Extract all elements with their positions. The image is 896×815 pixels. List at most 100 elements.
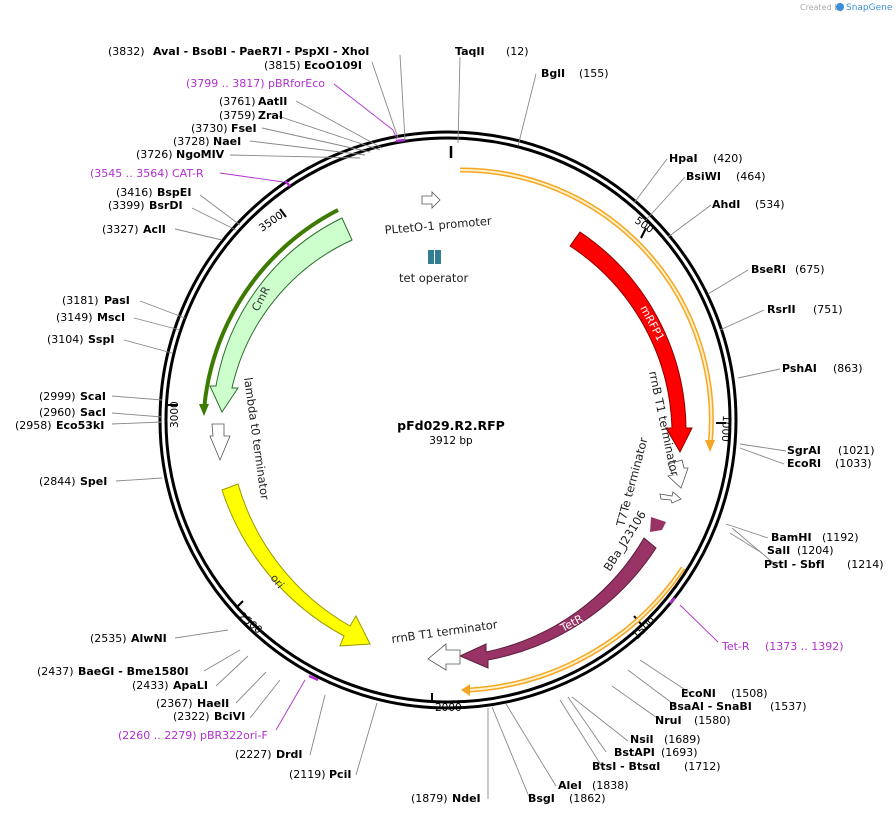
site-pos: (3399) (108, 199, 145, 212)
site-name: NsiI (630, 733, 654, 746)
site-pos: (1214) (847, 558, 884, 571)
backbone (158, 130, 738, 710)
ori-feature (221, 483, 371, 647)
site-name: PstI - SbfI (764, 558, 825, 571)
site-pos: (2322) (173, 710, 210, 723)
site-name: NruI (655, 714, 682, 727)
tick-1000: 1000 (719, 415, 732, 442)
site-name: PshAI (782, 362, 817, 375)
site-pos: (863) (833, 362, 863, 375)
site-name: DrdI (276, 748, 303, 761)
site-name: AleI (558, 779, 582, 792)
site-name: BaeGI - Bme1580I (78, 665, 189, 678)
site-name: ZraI (258, 109, 283, 122)
site-name: AhdI (712, 198, 740, 211)
credit-brand: SnapGene (846, 3, 893, 13)
plasmid-size: 3912 bp (429, 435, 473, 447)
primer-name: pBR322ori-F (200, 729, 268, 742)
site-name: AlwNI (131, 632, 167, 645)
credit-prefix: Created by (800, 3, 844, 12)
site-name: Eco53kI (56, 419, 104, 432)
site-pos: (12) (506, 45, 529, 58)
site-pos: (3104) (47, 333, 84, 346)
site-pos: (1838) (592, 779, 629, 792)
site-pos: (2535) (90, 632, 127, 645)
tetop-label: tet operator (399, 271, 468, 285)
site-name: HaeII (197, 697, 229, 710)
site-pos: (3416) (116, 186, 153, 199)
site-name: MscI (97, 311, 125, 324)
site-name: SgrAI (787, 444, 821, 457)
tick-marks (168, 208, 726, 703)
site-pos: (3832) (108, 45, 145, 58)
site-name: SspI (88, 333, 114, 346)
site-pos: (2958) (15, 419, 52, 432)
site-pos: (3728) (173, 135, 210, 148)
bba-feature (650, 517, 666, 532)
site-pos: (534) (755, 198, 785, 211)
rrnb2-label: rrnB T1 terminator (390, 617, 498, 646)
rrnb1-feature (667, 459, 689, 489)
site-pos: (420) (713, 152, 743, 165)
primer-range: (3545 .. 3564) (90, 167, 169, 180)
site-name: ScaI (80, 390, 106, 403)
site-pos: (2437) (37, 665, 74, 678)
site-pos: (2999) (39, 390, 76, 403)
site-pos: (3761) (219, 95, 256, 108)
site-pos: (1879) (411, 792, 448, 805)
plasmid-name: pFd029.R2.RFP (397, 418, 505, 433)
site-pos: (1580) (694, 714, 731, 727)
site-pos: (1192) (822, 531, 859, 544)
site-name: BspEI (157, 186, 191, 199)
site-labels-right: BsgI (1862) AleI (1838) BtsI - BtsαI (17… (455, 45, 884, 805)
site-name: BsiWI (686, 170, 721, 183)
site-name: EcoRI (787, 457, 821, 470)
site-name: BamHI (771, 531, 812, 544)
site-pos: (155) (579, 67, 609, 80)
mrfp1-feature (569, 231, 693, 454)
site-pos: (2119) (289, 768, 326, 781)
rrnb2-feature (427, 643, 461, 671)
site-pos: (2844) (39, 475, 76, 488)
tick-2500: 2500 (236, 610, 264, 636)
site-pos: (675) (795, 263, 825, 276)
primer-range: (3799 .. 3817) (186, 77, 265, 90)
site-name: NaeI (213, 135, 241, 148)
primer-labels: (3799 .. 3817) pBRforEco (3545 .. 3564) … (90, 77, 844, 742)
primer-leaders (219, 83, 719, 731)
site-pos: (464) (736, 170, 766, 183)
tick-3000: 3000 (169, 401, 181, 428)
site-pos: (1862) (569, 792, 606, 805)
lambda-feature (209, 423, 231, 462)
site-pos: (3759) (219, 109, 256, 122)
site-pos: (1712) (684, 760, 721, 773)
site-pos: (3815) (264, 59, 301, 72)
site-name: BseRI (751, 263, 786, 276)
site-pos: (2367) (156, 697, 193, 710)
cmr-feature (209, 217, 353, 414)
site-name: FseI (231, 122, 257, 135)
site-pos: (3730) (191, 122, 228, 135)
site-name: BglI (541, 67, 565, 80)
site-pos: (3181) (62, 294, 99, 307)
pltet-feature (421, 191, 441, 209)
site-name: BsrDI (149, 199, 183, 212)
t7te-feature (659, 491, 682, 504)
site-name: PciI (329, 768, 351, 781)
tetr-feature (458, 537, 657, 669)
site-name: PasI (104, 294, 130, 307)
site-pos: (1508) (731, 687, 768, 700)
site-pos: (1204) (797, 544, 834, 557)
pltet-label: PLtetO-1 promoter (384, 214, 492, 237)
lambda-label: lambda t0 terminator (241, 376, 272, 500)
tick-3500: 3500 (257, 209, 286, 234)
site-pos: (1693) (661, 746, 698, 759)
site-labels-left: (3832) AvaI - BsoBI - PaeR7I - PspXI - X… (15, 45, 481, 805)
site-name: HpaI (669, 152, 698, 165)
site-name: TaqII (455, 45, 485, 58)
site-pos: (1021) (838, 444, 875, 457)
site-name: BstAPI (614, 746, 655, 759)
site-name: RsrII (767, 303, 796, 316)
site-name: BsgI (528, 792, 555, 805)
site-pos: (3149) (56, 311, 93, 324)
